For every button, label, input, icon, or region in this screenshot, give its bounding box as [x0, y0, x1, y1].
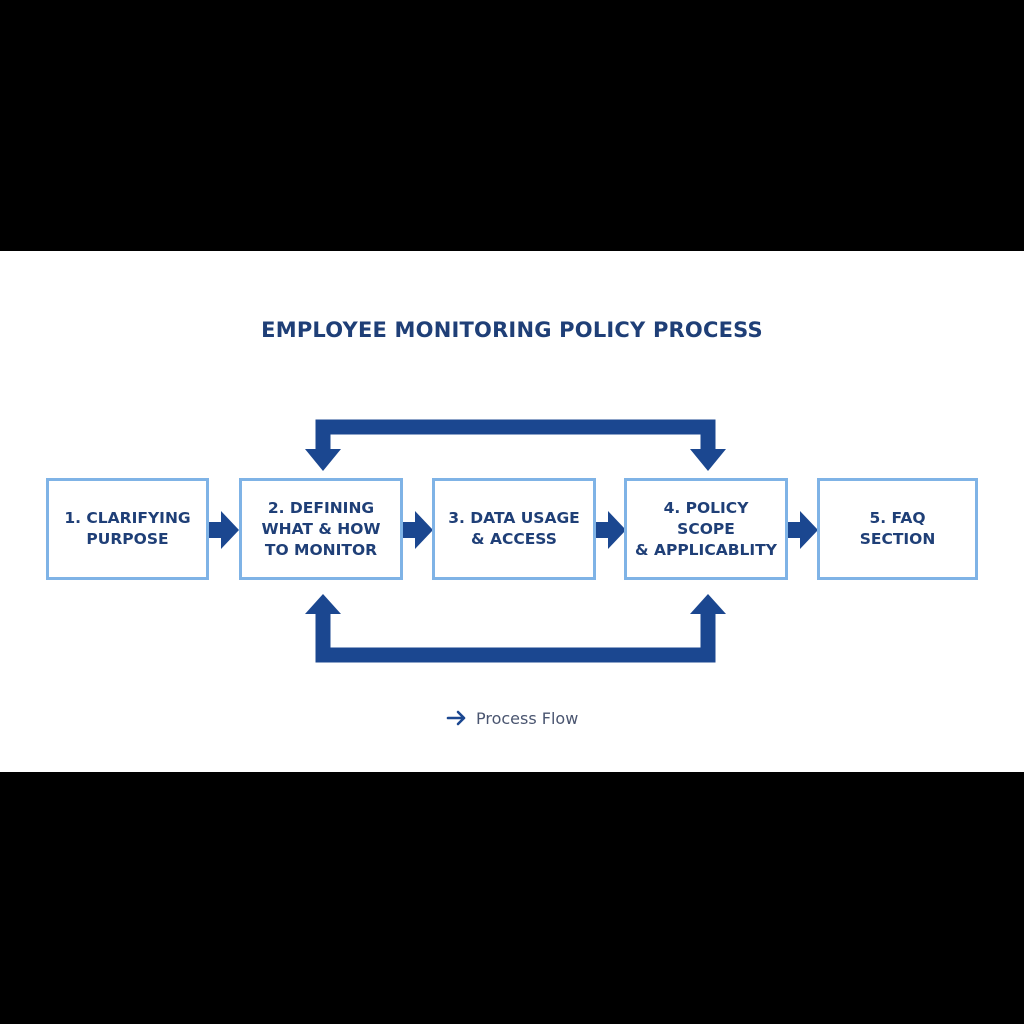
bottom-loop-left-arrowhead	[305, 594, 341, 614]
bottom-loop-right-arrowhead	[690, 594, 726, 614]
top-loop-right-arrowhead	[690, 449, 726, 471]
step-5-label: 5. FAQ SECTION	[859, 509, 936, 548]
step-5-box: 5. FAQ SECTION	[817, 478, 978, 580]
arrow-right-icon	[446, 710, 466, 726]
top-loop-connector	[315, 419, 716, 449]
flow-arrow-4-5	[788, 511, 818, 549]
step-3-box: 3. DATA USAGE & ACCESS	[432, 478, 596, 580]
flow-arrow-1-2	[209, 511, 239, 549]
flow-arrow-2-3	[403, 511, 433, 549]
step-4-box: 4. POLICY SCOPE & APPLICABLITY	[624, 478, 788, 580]
step-2-label: 2. DEFINING WHAT & HOW TO MONITOR	[261, 498, 381, 559]
bottom-loop-connector	[315, 614, 716, 663]
step-1-box: 1. CLARIFYING PURPOSE	[46, 478, 209, 580]
flow-arrow-3-4	[596, 511, 626, 549]
step-4-label: 4. POLICY SCOPE & APPLICABLITY	[635, 498, 777, 559]
legend: Process Flow	[446, 706, 578, 730]
legend-label: Process Flow	[476, 708, 579, 728]
top-loop-left-arrowhead	[305, 449, 341, 471]
step-2-box: 2. DEFINING WHAT & HOW TO MONITOR	[239, 478, 403, 580]
diagram-title: EMPLOYEE MONITORING POLICY PROCESS	[261, 318, 763, 342]
step-1-label: 1. CLARIFYING PURPOSE	[64, 509, 191, 548]
step-3-label: 3. DATA USAGE & ACCESS	[448, 509, 580, 548]
